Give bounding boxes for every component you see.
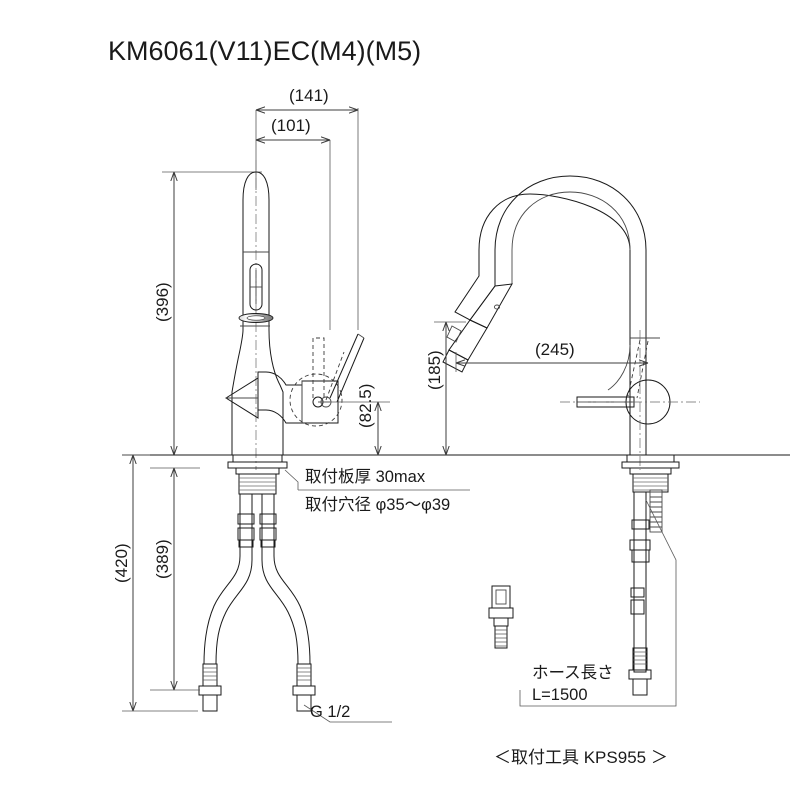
- thread-spec-label: G 1/2: [310, 703, 350, 721]
- faucet-side-view: (245) (185): [425, 175, 700, 707]
- dimension-101: (101): [256, 116, 330, 140]
- plate-thickness-note: 取付板厚 30max: [305, 467, 426, 486]
- dimension-185: (185): [425, 321, 466, 455]
- spray-head-button-detail: [249, 263, 263, 311]
- dimension-420: (420): [112, 454, 198, 712]
- dimension-141-label: (141): [289, 86, 329, 105]
- dimension-396-label: (396): [153, 282, 172, 322]
- front-handle-shoulder: [257, 371, 303, 424]
- hole-diameter-note: 取付穴径 φ35〜φ39: [305, 495, 450, 514]
- dimension-141: (141): [256, 86, 358, 110]
- front-handle-lever-angled: [329, 333, 365, 403]
- front-handle-lever-ghost: [325, 351, 345, 401]
- side-handle-lever: [576, 396, 635, 408]
- front-supply-hoses: [198, 493, 316, 712]
- dimension-101-label: (101): [271, 116, 311, 135]
- dimension-420-label: (420): [112, 543, 131, 583]
- spray-head-collar: [238, 313, 274, 323]
- page-title: KM6061(V11)EC(M4)(M5): [108, 36, 421, 66]
- side-hose-coil: [649, 489, 663, 533]
- front-mounting-shank: [227, 454, 288, 495]
- side-hose-run: [628, 491, 652, 696]
- hose-length-note: ホース長さ L=1500: [532, 663, 614, 704]
- dimension-396: (396): [153, 171, 262, 455]
- thread-spec-leader: G 1/2: [303, 703, 392, 723]
- hose-length-label: ホース長さ: [532, 663, 614, 682]
- dimension-82-5: (82.5): [320, 384, 390, 455]
- mounting-tool-icon: [488, 585, 514, 649]
- front-handle-lever-up-dashed: [312, 337, 325, 398]
- dimension-389: (389): [150, 467, 200, 691]
- mounting-notes: 取付板厚 30max 取付穴径 φ35〜φ39: [284, 467, 470, 514]
- dimension-389-label: (389): [153, 539, 172, 579]
- dimension-82-5-label: (82.5): [356, 384, 375, 428]
- hose-length-leader: [519, 499, 677, 707]
- top-extension-lines: [255, 108, 359, 330]
- side-hose-path-dashed: [627, 339, 649, 399]
- hose-length-value: L=1500: [532, 686, 588, 704]
- dimension-245: (245): [455, 340, 648, 372]
- dimension-185-label: (185): [425, 350, 444, 390]
- side-spray-head: [442, 283, 513, 373]
- mounting-tool-note: ＜取付工具 KPS955 ＞: [494, 748, 668, 767]
- dimension-245-label: (245): [535, 340, 575, 359]
- side-mounting-shank: [621, 454, 680, 493]
- faucet-front-view: (82.5): [198, 160, 392, 723]
